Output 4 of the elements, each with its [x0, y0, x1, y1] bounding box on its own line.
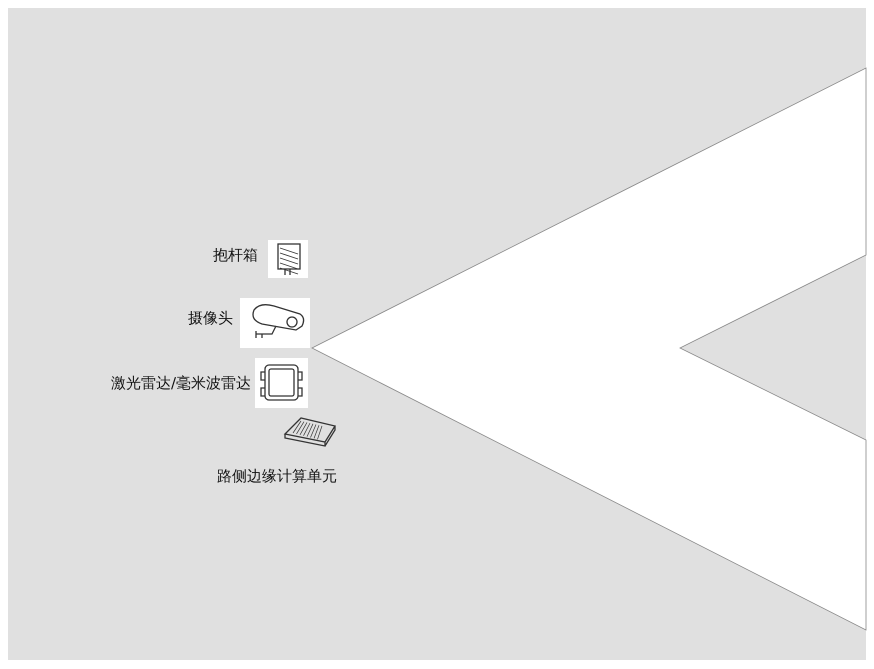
device-label: 路侧边缘计算单元 [217, 467, 337, 485]
device-label: 激光雷达/毫米波雷达 [110, 374, 251, 392]
device-label: 摄像头 [188, 309, 233, 327]
device-label: 抱杆箱 [213, 246, 258, 264]
